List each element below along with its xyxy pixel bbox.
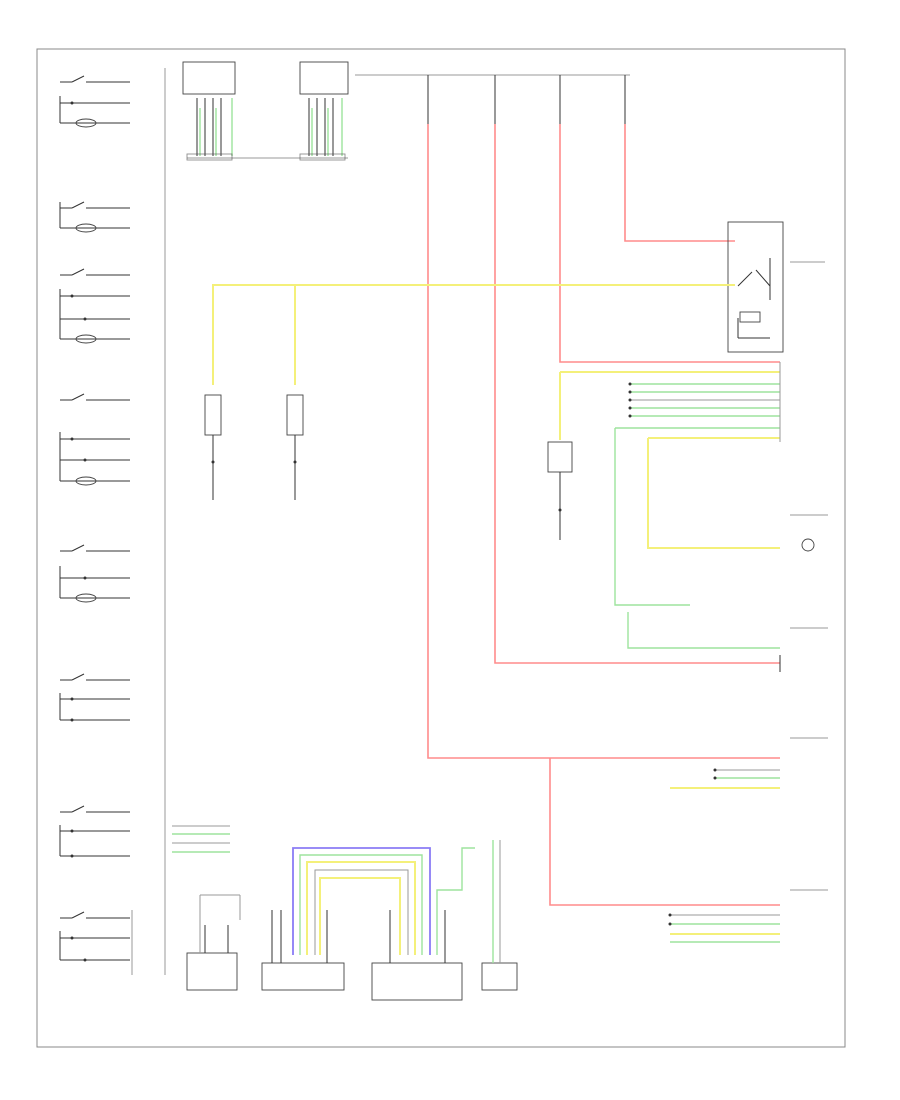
center-sensor bbox=[547, 441, 573, 540]
return-wires bbox=[614, 428, 828, 891]
bottom-module-d bbox=[481, 962, 518, 991]
left-switch-column bbox=[59, 68, 166, 975]
bottom-left-connector bbox=[172, 825, 230, 853]
lower-right-connectors-2 bbox=[668, 913, 780, 943]
top-fuse-headers bbox=[355, 74, 630, 124]
mid-connector-bundle bbox=[559, 362, 781, 442]
switch-group-1 bbox=[59, 75, 130, 128]
bottom-harness bbox=[292, 840, 501, 963]
bottom-module-a bbox=[186, 894, 241, 991]
switch-group-6 bbox=[59, 673, 130, 722]
sensor-left bbox=[204, 394, 222, 500]
lower-right-connectors-1 bbox=[670, 768, 780, 789]
bottom-module-c bbox=[371, 910, 463, 1001]
relay-box bbox=[727, 221, 825, 353]
switch-group-7 bbox=[59, 805, 130, 858]
switch-group-5 bbox=[59, 544, 130, 603]
switch-group-3 bbox=[59, 268, 130, 344]
red-power-wires bbox=[427, 124, 780, 906]
top-connector-left bbox=[182, 61, 349, 161]
diagram-frame bbox=[36, 48, 846, 1048]
yellow-wires bbox=[212, 284, 735, 385]
switch-group-2 bbox=[59, 201, 130, 233]
bottom-module-b bbox=[261, 910, 345, 991]
sensor-right bbox=[286, 394, 304, 500]
switch-group-8 bbox=[59, 911, 130, 962]
switch-group-4 bbox=[59, 393, 130, 486]
